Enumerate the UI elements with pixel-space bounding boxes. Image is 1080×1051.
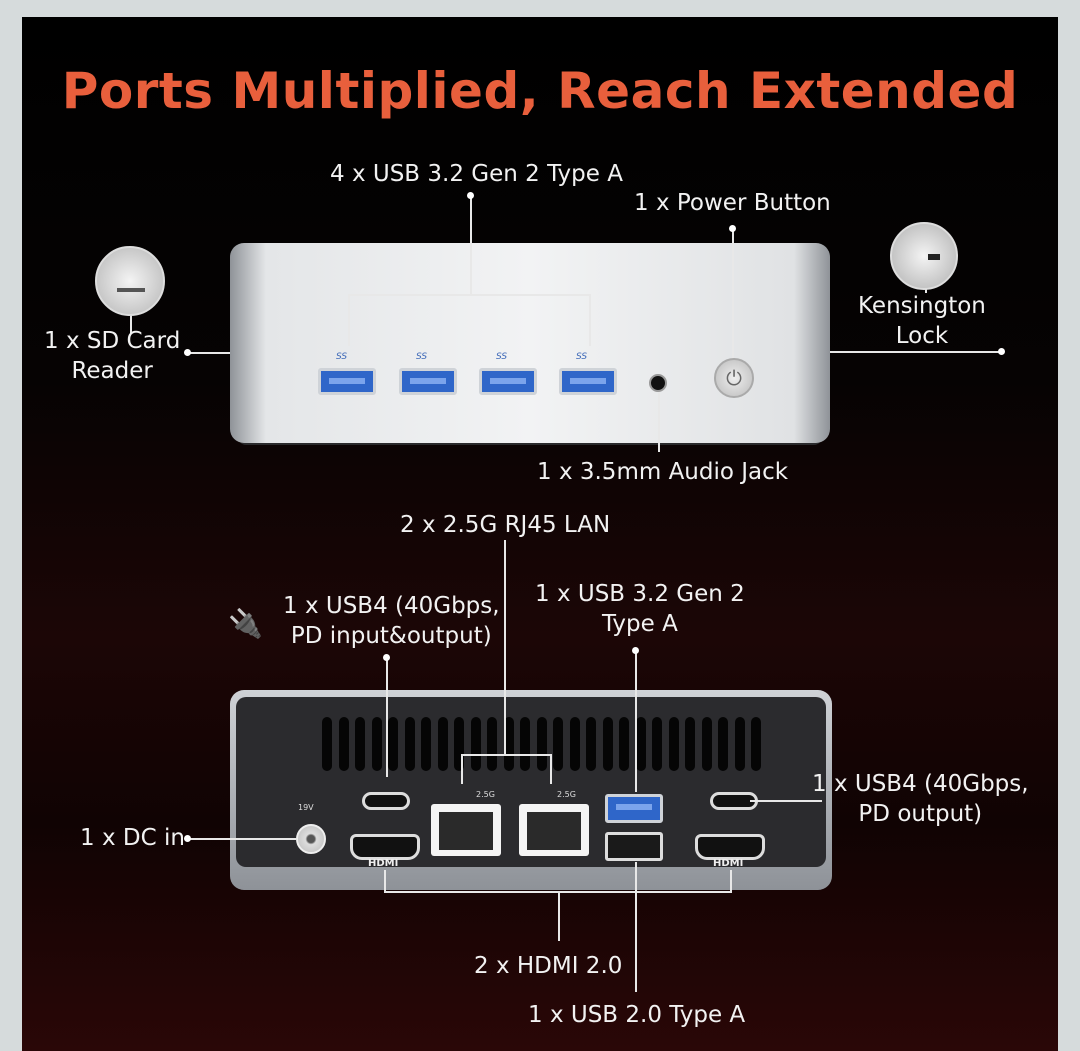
audio-jack (649, 374, 667, 392)
usb-a-port-4 (559, 368, 617, 395)
label-sd-card: 1 x SD Card Reader (44, 328, 181, 384)
superspeed-logo: SS (336, 352, 348, 362)
usb-a-port-1 (318, 368, 376, 395)
label-dc-in: 1 x DC in (80, 825, 185, 851)
vent-slot (520, 717, 530, 771)
vent-slot (454, 717, 464, 771)
superspeed-logo: SS (576, 352, 588, 362)
hdmi-mark: HDMI (713, 858, 744, 869)
hdmi-mark: HDMI (368, 858, 399, 869)
vent-slot (404, 717, 415, 771)
vent-slot (734, 717, 745, 771)
vent-slot (685, 717, 695, 771)
lan-speed-mark: 2.5G (476, 790, 495, 799)
front-device (230, 243, 830, 443)
usb-2-0-port (605, 832, 663, 861)
dc-in-port (296, 824, 326, 854)
vent-slot (602, 717, 613, 771)
lan-speed-mark: 2.5G (557, 790, 576, 799)
vent-slot (371, 717, 382, 771)
usb-a-port-3 (479, 368, 537, 395)
vent-slot (338, 717, 349, 771)
vent-slot (569, 717, 580, 771)
superspeed-logo: SS (416, 352, 428, 362)
kensington-lock-closeup (890, 222, 958, 290)
vent-slot (586, 717, 596, 771)
rj45-port-2 (519, 804, 589, 856)
vent-slot (503, 717, 514, 771)
hdmi-port-left (350, 834, 420, 860)
rj45-port-1 (431, 804, 501, 856)
vent-slot (701, 717, 712, 771)
label-hdmi: 2 x HDMI 2.0 (474, 953, 623, 979)
vent-slot (355, 717, 365, 771)
vent-slot (536, 717, 547, 771)
label-usb4-pd-input-output: 1 x USB4 (40Gbps, PD input&output) (283, 593, 500, 649)
vent-slot (668, 717, 679, 771)
label-kensington-lock: Kensington Lock (858, 293, 986, 349)
vent-slot (718, 717, 728, 771)
usb4-port-left (362, 792, 410, 810)
vent-slot (635, 717, 646, 771)
power-plug-icon: 🔌 (228, 607, 263, 640)
vent-slot (437, 717, 448, 771)
superspeed-logo: SS (496, 352, 508, 362)
vent-slot (470, 717, 481, 771)
label-audio-jack: 1 x 3.5mm Audio Jack (537, 459, 789, 485)
label-power-button: 1 x Power Button (634, 190, 831, 216)
vent-slot (652, 717, 662, 771)
vent-slot (553, 717, 563, 771)
sd-card-slot-closeup (95, 246, 165, 316)
vent-slot (619, 717, 629, 771)
label-usb-a-front: 4 x USB 3.2 Gen 2 Type A (330, 161, 623, 187)
label-usb-3-2-rear: 1 x USB 3.2 Gen 2 Type A (535, 581, 745, 637)
headline: Ports Multiplied, Reach Extended (61, 62, 1019, 120)
vent-slot (322, 717, 332, 771)
label-usb-2-0: 1 x USB 2.0 Type A (528, 1002, 746, 1028)
power-button-icon: ⏻ (714, 358, 754, 398)
vent-slot (388, 717, 398, 771)
vent-slot (421, 717, 431, 771)
usb-a-port-2 (399, 368, 457, 395)
label-usb4-pd-output: 1 x USB4 (40Gbps, PD output) (812, 771, 1029, 827)
vent-slot (487, 717, 497, 771)
label-rj45-lan: 2 x 2.5G RJ45 LAN (400, 512, 611, 538)
vent-slot (751, 717, 761, 771)
dc-voltage-mark: 19V (298, 803, 314, 812)
usb-3-2-port-rear (605, 794, 663, 823)
hdmi-port-right (695, 834, 765, 860)
